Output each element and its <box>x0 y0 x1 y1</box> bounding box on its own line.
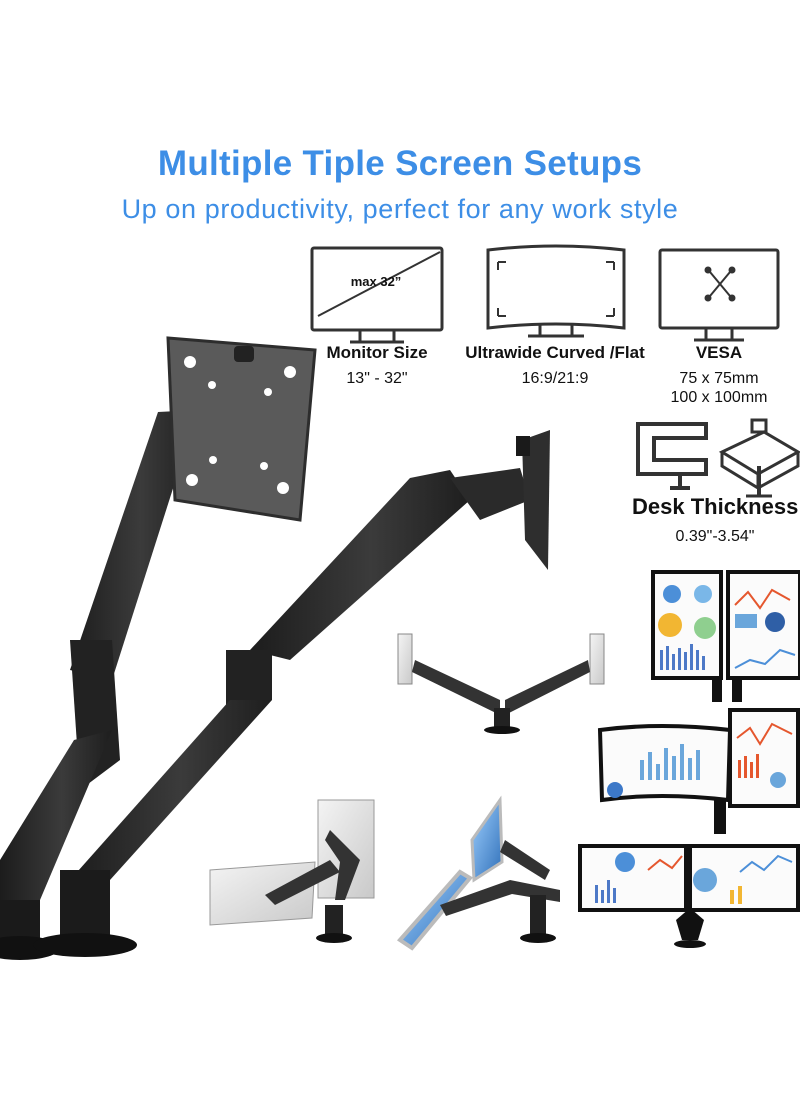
right-arm-image <box>33 430 550 957</box>
rotated-monitor-thumbnail <box>209 799 375 943</box>
headline: Multiple Tiple Screen Setups <box>157 144 643 183</box>
setup-preview-vertical <box>651 570 800 702</box>
curved-monitor-icon <box>486 244 626 338</box>
vesa-label: VESA <box>695 343 743 362</box>
grommet-mount-icon <box>718 418 800 498</box>
max-size-badge: max 32” <box>350 274 402 289</box>
desk-thickness-label: Desk Thickness <box>632 494 799 519</box>
tilted-monitor-thumbnail <box>396 795 560 951</box>
curved-flat-label: Ultrawide Curved /Flat <box>465 343 645 362</box>
dual-arm-thumbnail <box>397 633 605 734</box>
desk-thickness-value: 0.39"-3.54" <box>675 528 755 545</box>
setup-preview-horizontal <box>578 844 800 948</box>
vesa-value-1: 75 x 75mm <box>679 370 759 387</box>
subheadline: Up on productivity, perfect for any work… <box>121 194 679 224</box>
vesa-value-2: 100 x 100mm <box>670 389 768 406</box>
c-clamp-icon <box>636 422 708 490</box>
left-arm-image <box>0 336 317 960</box>
monitor-size-icon <box>310 246 444 344</box>
aspect-ratio-value: 16:9/21:9 <box>521 370 589 387</box>
setup-preview-curved <box>597 708 800 834</box>
monitor-size-label: Monitor Size <box>326 343 428 362</box>
vesa-icon <box>658 248 780 342</box>
monitor-size-value: 13" - 32" <box>346 370 408 387</box>
